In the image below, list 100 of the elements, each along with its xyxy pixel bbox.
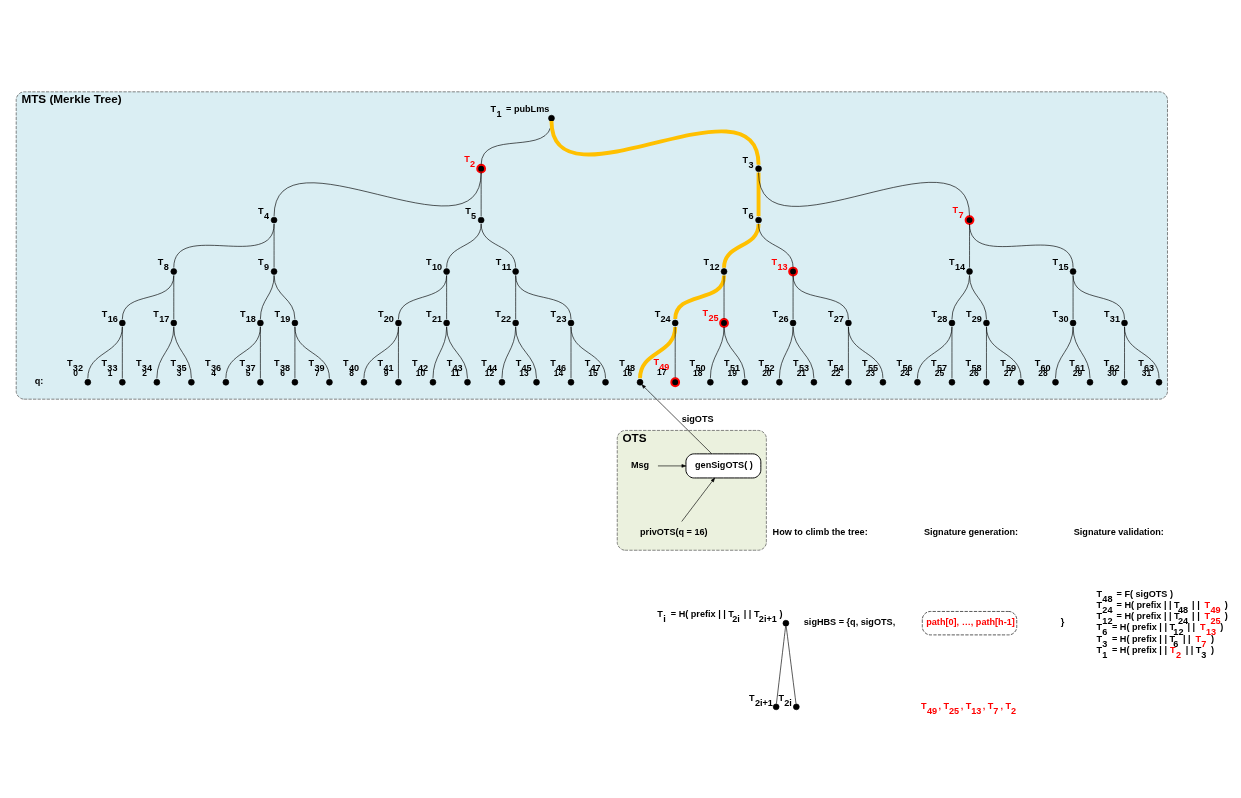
connector [986,326,1022,379]
connector [722,223,761,268]
node-circle [326,378,333,385]
node-circle [914,378,921,385]
arrow [641,383,712,454]
node-circle [983,378,990,385]
node-circle [153,378,161,385]
node-circle [1069,267,1077,275]
node-circle [1121,378,1128,385]
node-circle [429,378,437,385]
node-circle [188,378,195,385]
node-circle [879,378,887,385]
connector [969,223,1074,268]
connector [917,326,953,379]
connector [758,171,970,216]
arrow [657,463,687,468]
connector [549,120,761,165]
connector [570,326,606,379]
node-circle [395,378,402,385]
node-box: genSigOTS( ) [685,452,762,478]
connector [398,274,447,319]
connector [1072,326,1091,379]
connector [792,274,794,319]
connector [758,223,794,268]
connector [260,274,275,319]
connector [638,326,678,379]
connector [792,274,849,319]
node-circle [845,319,852,326]
node-circle [443,267,450,275]
connector [723,326,746,379]
node-circle [291,319,299,326]
connector [848,326,884,379]
node-circle [567,378,575,385]
node-circle [1155,378,1163,385]
connector [1072,274,1125,319]
node-circle [810,378,818,385]
node-circle [512,319,519,326]
node-circle [948,319,956,326]
connector [792,326,815,379]
label: How to climb the tree: [772,526,868,537]
node-circle [789,319,797,326]
arrow [681,477,715,522]
connector [87,326,123,379]
node-circle [741,378,749,385]
connector [1124,326,1160,379]
node-circle [119,378,126,385]
node-circle [270,216,278,223]
label: q: [34,375,44,386]
edge-label: sigOTS [681,413,714,424]
node-circle [222,378,230,385]
node-text: Msg [630,459,650,470]
connector [173,223,275,268]
connector [122,274,175,319]
connector [951,326,953,379]
connector [398,326,399,379]
node-circle [443,319,450,326]
node-circle [477,216,485,223]
connector [776,625,786,704]
node-circle [966,267,973,275]
node-circle [671,319,679,326]
connector [446,274,447,319]
node-circle [602,378,609,385]
node-circle [788,266,798,276]
node-circle [464,378,471,385]
node-circle [170,267,178,275]
connector [273,223,275,268]
node-circle [719,317,729,328]
node-circle [533,378,540,385]
node-circle [772,703,780,710]
connector [480,171,482,216]
connector [173,326,192,379]
node-circle [84,378,92,385]
node-text: privOTS(q = 16) [640,526,708,537]
node-circle [1017,378,1025,385]
connector [969,274,987,319]
connector [1072,274,1074,319]
label: Signature validation: [1073,526,1164,537]
connector [779,326,794,379]
node-circle [1069,319,1077,326]
node-circle [964,214,975,225]
connector [480,223,516,268]
node-circle [776,378,783,385]
connector [515,274,572,319]
node-circle [1052,378,1059,385]
connector [515,326,537,379]
node-circle [270,267,278,275]
node-circle [498,378,506,385]
node-circle [567,319,575,326]
node-circle [793,703,800,710]
connector [673,274,726,319]
connector [446,223,482,268]
node-box: path[0], …, path[h-1] [922,610,1018,635]
connector [225,326,261,379]
node-circle [360,378,368,385]
node-circle [782,619,790,626]
label: Signature generation: [923,526,1019,537]
node-circle [983,319,990,326]
connector [723,274,725,319]
connector [273,274,296,319]
connector [446,326,468,379]
